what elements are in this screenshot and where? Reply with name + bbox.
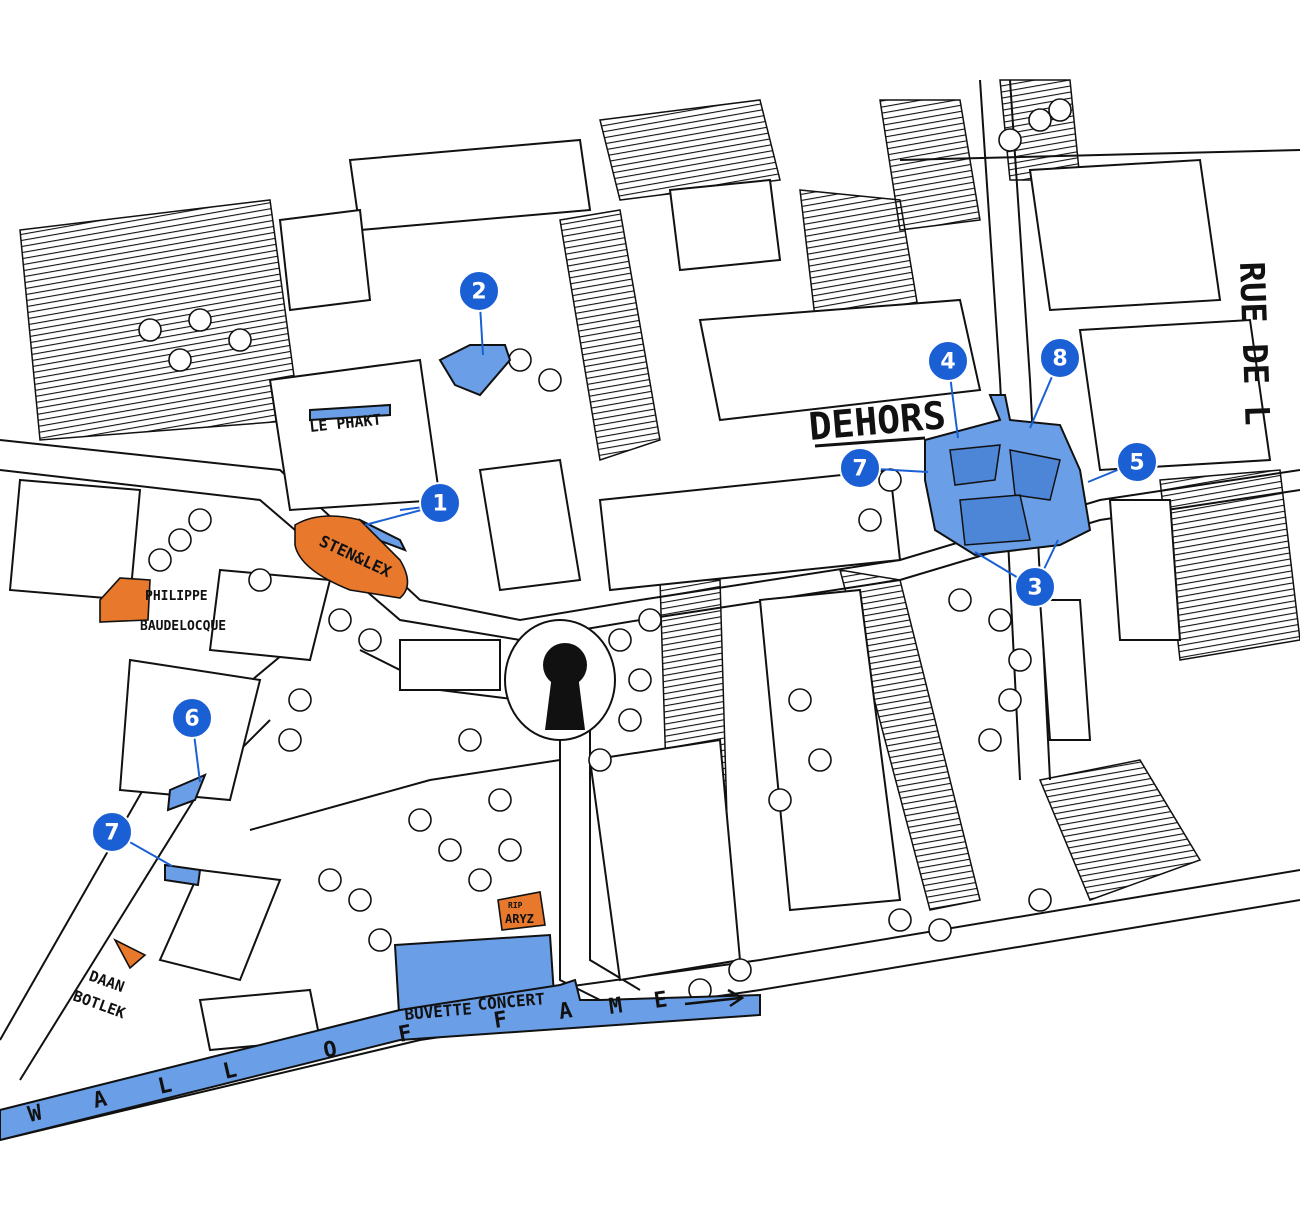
tree <box>988 608 1012 632</box>
highlighted-buildings <box>0 344 1092 1142</box>
numbered-markers: 1 2 3 4 5 6 7 7 8 <box>91 270 1158 853</box>
tree <box>808 748 832 772</box>
wall-7-highlight <box>164 863 202 887</box>
svg-text:4: 4 <box>940 350 955 375</box>
marker-4[interactable]: 4 <box>927 340 969 382</box>
svg-text:7: 7 <box>104 821 119 846</box>
tree <box>498 838 522 862</box>
wof-letter: L <box>156 1072 176 1100</box>
marker-5[interactable]: 5 <box>1116 441 1158 483</box>
keyhole-sculpture <box>504 619 616 741</box>
tree <box>318 868 342 892</box>
wof-letter: W <box>26 1100 46 1128</box>
tree <box>458 728 482 752</box>
tree <box>628 668 652 692</box>
aryz-label: ARYZ <box>505 912 534 926</box>
daan-botlek-spot <box>113 938 147 970</box>
wof-letter: O <box>321 1036 341 1063</box>
tree <box>438 838 462 862</box>
svg-text:6: 6 <box>184 707 199 732</box>
wall-of-fame-band <box>0 978 761 1142</box>
marker-7-south[interactable]: 7 <box>91 811 133 853</box>
wall-of-fame-lettering: W A L L O F F A M E <box>26 987 745 1128</box>
tree <box>608 628 632 652</box>
marker-6[interactable]: 6 <box>171 697 213 739</box>
wof-letter: E <box>652 987 671 1014</box>
wof-letter: A <box>557 998 576 1025</box>
tree <box>168 348 192 372</box>
tree <box>368 928 392 952</box>
svg-text:5: 5 <box>1129 451 1144 476</box>
wall-6-highlight <box>166 773 207 812</box>
tree <box>148 548 172 572</box>
marker-1[interactable]: 1 <box>419 482 461 524</box>
tree <box>188 508 212 532</box>
tree <box>408 808 432 832</box>
trees <box>138 98 1072 1002</box>
svg-text:7: 7 <box>852 457 867 482</box>
tree <box>1028 888 1052 912</box>
svg-text:2: 2 <box>471 280 486 305</box>
tree <box>998 128 1022 152</box>
tree <box>998 688 1022 712</box>
tree <box>768 788 792 812</box>
wall-2-highlight <box>438 344 512 397</box>
wof-letter: M <box>607 993 626 1020</box>
tree <box>618 708 642 732</box>
tree <box>978 728 1002 752</box>
tree <box>928 918 952 942</box>
wof-letter: F <box>396 1020 416 1047</box>
svg-text:3: 3 <box>1027 576 1042 601</box>
wof-letter: F <box>492 1007 511 1034</box>
tree <box>878 468 902 492</box>
aryz-spot <box>497 891 546 931</box>
tree <box>1048 98 1072 122</box>
tree <box>858 508 882 532</box>
tree <box>538 368 562 392</box>
tree <box>888 908 912 932</box>
tree <box>248 568 272 592</box>
artist-spots <box>99 515 546 970</box>
marker-8[interactable]: 8 <box>1039 337 1081 379</box>
tree <box>728 958 752 982</box>
tree <box>348 888 372 912</box>
philippe-label: PHILIPPE <box>145 589 208 604</box>
tree <box>168 528 192 552</box>
tree <box>288 688 312 712</box>
sten-lex-spot <box>294 515 409 599</box>
svg-text:1: 1 <box>432 492 447 517</box>
tree <box>1008 648 1032 672</box>
marker-7-dehors[interactable]: 7 <box>839 447 881 489</box>
marker-3[interactable]: 3 <box>1014 566 1056 608</box>
tree <box>638 608 662 632</box>
tree <box>328 608 352 632</box>
le-phakt-highlight <box>309 403 391 422</box>
tree <box>1028 108 1052 132</box>
tree <box>278 728 302 752</box>
rue-label: RUE DE L <box>1231 261 1277 426</box>
svg-text:8: 8 <box>1052 347 1067 372</box>
tree <box>468 868 492 892</box>
tree <box>138 318 162 342</box>
tree <box>588 748 612 772</box>
baudelocque-label: BAUDELOCQUE <box>140 619 226 634</box>
tree <box>508 348 532 372</box>
rip-label: RIP <box>508 901 523 910</box>
tree <box>228 328 252 352</box>
marker-2[interactable]: 2 <box>458 270 500 312</box>
wof-letter: A <box>91 1086 111 1114</box>
tree <box>188 308 212 332</box>
buildings <box>8 138 1272 1052</box>
tree <box>788 688 812 712</box>
philippe-baudelocque-spot <box>99 577 151 623</box>
tree <box>358 628 382 652</box>
wall-of-fame-arrow-icon <box>684 988 745 1008</box>
tree <box>488 788 512 812</box>
tree <box>948 588 972 612</box>
wof-letter: L <box>221 1057 241 1085</box>
